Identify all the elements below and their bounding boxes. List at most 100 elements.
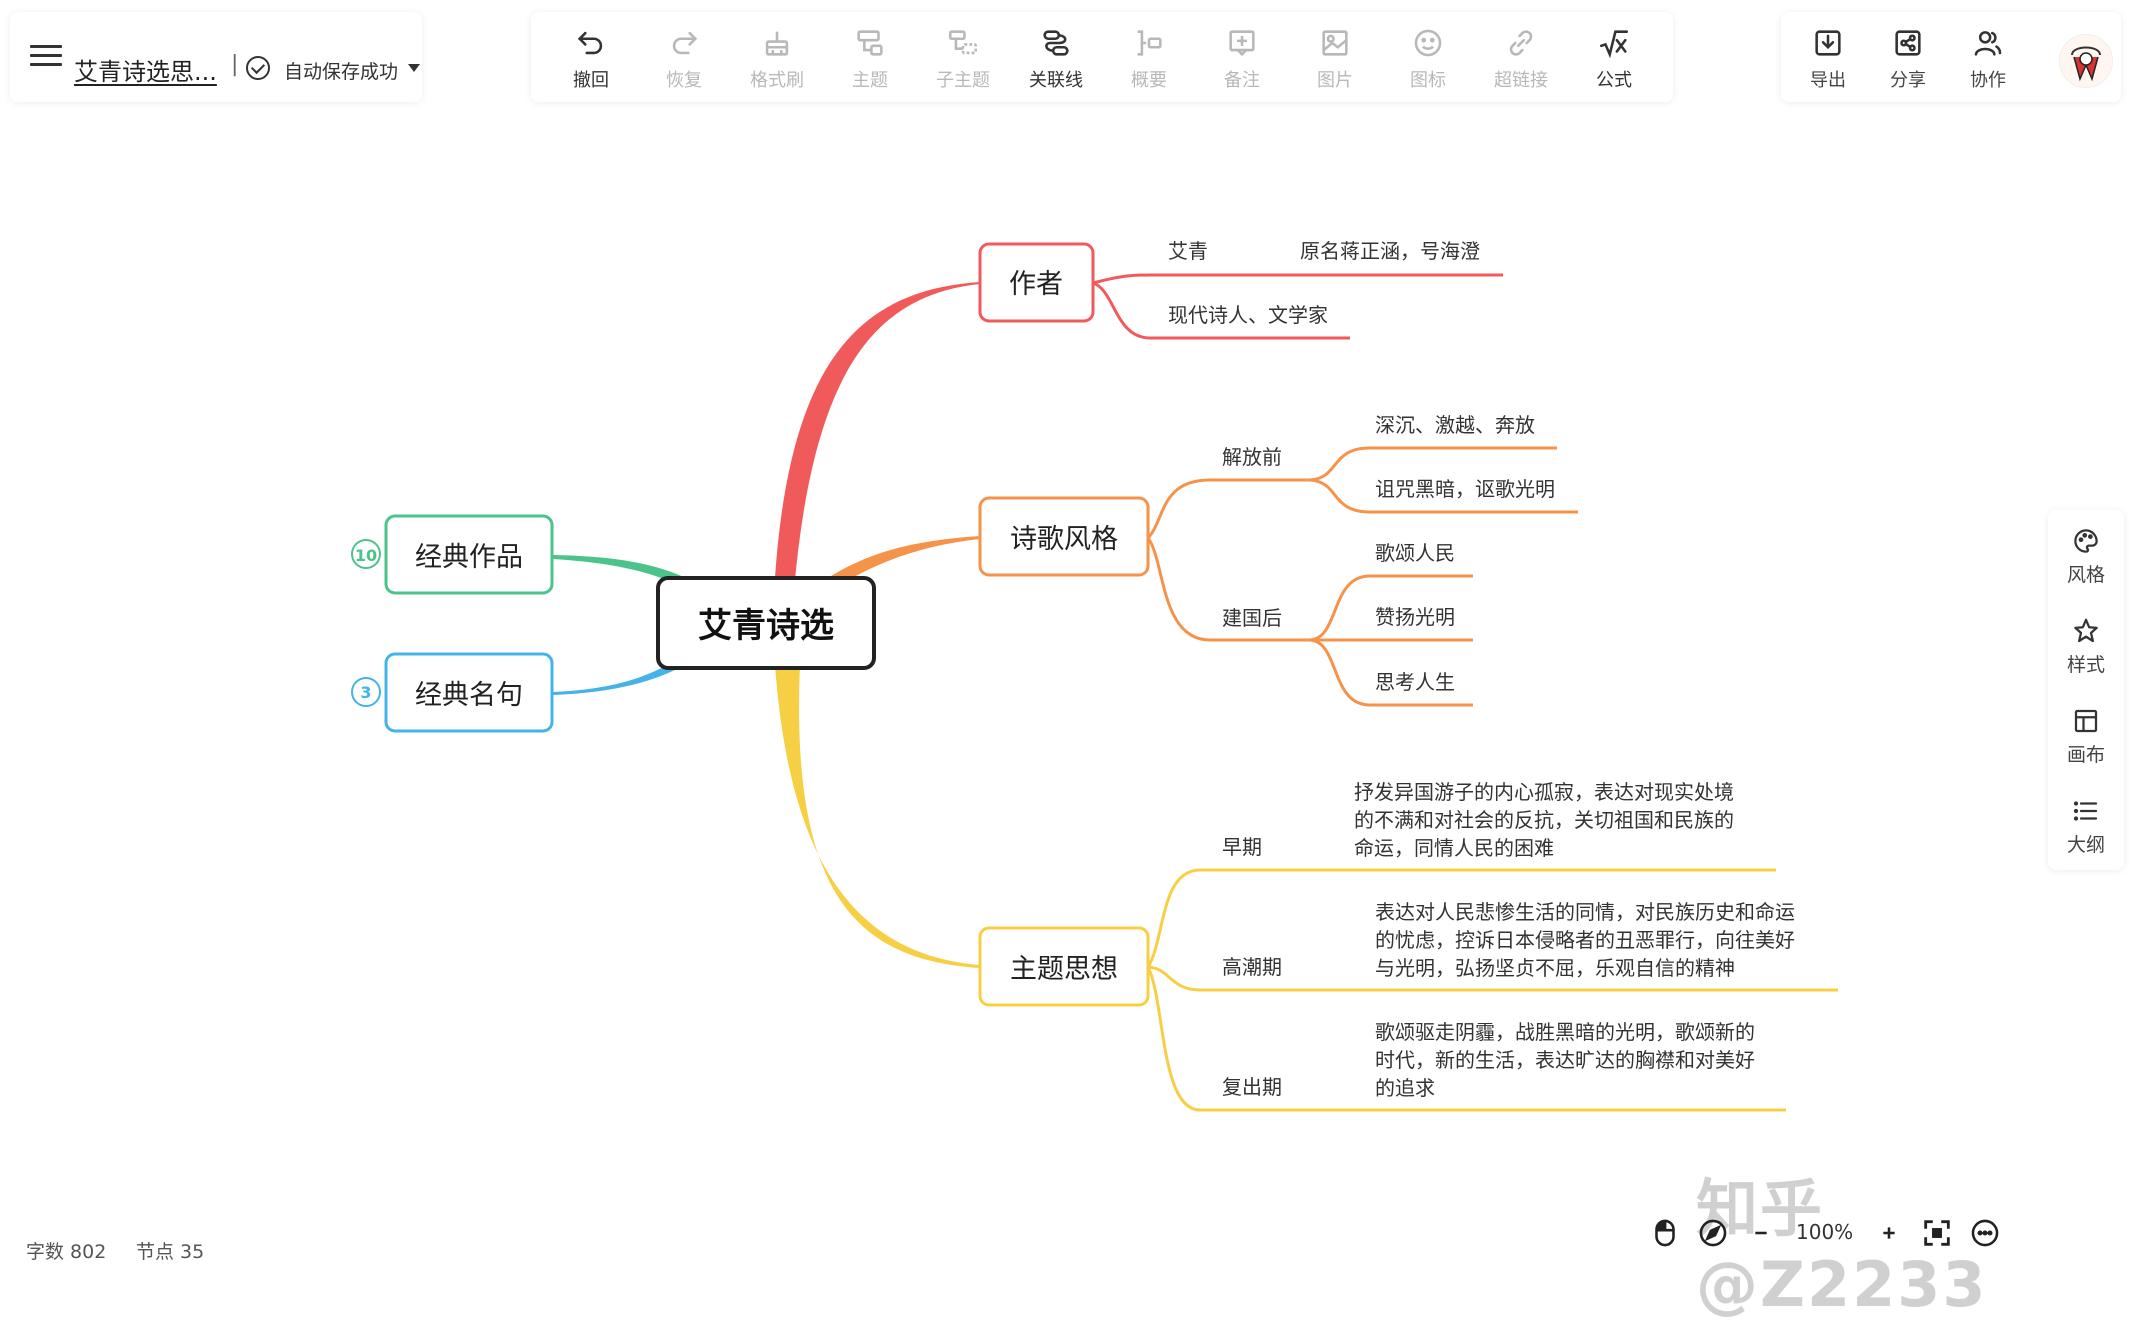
author-profession[interactable]: 现代诗人、文学家 (1168, 303, 1328, 327)
theme-peak-text[interactable]: 表达对人民悲惨生活的同情，对民族历史和命运 的忧虑，控诉日本侵略者的丑恶罪行，向… (1375, 900, 1795, 980)
root-node[interactable]: 艾青诗选 (656, 576, 876, 670)
word-count: 字数 802 (26, 1241, 107, 1263)
save-check-icon (246, 56, 270, 80)
zoom-in-button[interactable] (1872, 1216, 1906, 1250)
svg-text:命运，同情人民的困难: 命运，同情人民的困难 (1354, 836, 1554, 860)
theme-period-peak[interactable]: 高潮期 (1222, 955, 1282, 979)
icon-button[interactable]: 图标 (1388, 26, 1468, 92)
subtopic-button[interactable]: 子主题 (923, 26, 1003, 92)
style-item[interactable]: 思考人生 (1375, 670, 1455, 694)
branch-theme (775, 665, 980, 968)
share-button[interactable]: 分享 (1873, 26, 1943, 92)
mouse-icon (1655, 1219, 1675, 1247)
mindmap-canvas[interactable]: 艾青诗选 经典作品 10 经典名句 3 作者 艾青 原名蒋正涵，号海澄 现代诗人… (0, 0, 2138, 1283)
style-item[interactable]: 歌颂人民 (1375, 541, 1455, 565)
canvas-button[interactable]: 画布 (2048, 706, 2124, 767)
style-item[interactable]: 赞扬光明 (1375, 605, 1455, 629)
svg-text:表达对人民悲惨生活的同情，对民族历史和命运: 表达对人民悲惨生活的同情，对民族历史和命运 (1375, 900, 1795, 924)
hamburger-menu-icon[interactable] (30, 45, 62, 69)
export-icon (1815, 30, 1841, 56)
style-group-before[interactable]: 解放前 (1222, 445, 1282, 469)
formula-button[interactable]: 公式 (1574, 26, 1654, 92)
style-sublines (1146, 446, 1578, 707)
topic-button[interactable]: 主题 (830, 26, 910, 92)
outline-list-icon (2073, 801, 2098, 821)
note-button[interactable]: 备注 (1202, 26, 1282, 92)
summary-button[interactable]: 概要 (1109, 26, 1189, 92)
format-painter-button[interactable]: 格式刷 (737, 26, 817, 92)
svg-text:的忧虑，控诉日本侵略者的丑恶罪行，向往美好: 的忧虑，控诉日本侵略者的丑恶罪行，向往美好 (1375, 928, 1795, 952)
more-dots-icon (1971, 1219, 1999, 1247)
style-item[interactable]: 深沉、激越、奔放 (1375, 413, 1535, 437)
formula-icon (1599, 30, 1629, 59)
image-button[interactable]: 图片 (1295, 26, 1375, 92)
redo-icon (672, 31, 698, 55)
image-icon (1322, 30, 1348, 56)
theme-early-text[interactable]: 抒发异国游子的内心孤寂，表达对现实处境 的不满和对社会的反抗，关切祖国和民族的 … (1354, 780, 1734, 860)
document-title[interactable]: 艾青诗选思... (74, 58, 217, 86)
link-icon (1509, 30, 1533, 56)
node-theme[interactable]: 主题思想 (978, 926, 1150, 1007)
title-separator: | (231, 52, 239, 77)
fit-screen-button[interactable] (1920, 1216, 1954, 1250)
plus-icon (1883, 1227, 1895, 1239)
theme-style-button[interactable]: 风格 (2048, 526, 2124, 587)
navigate-icon (1699, 1219, 1727, 1247)
canvas-layout-icon (2074, 709, 2098, 733)
node-famous-quotes-label: 经典名句 (415, 680, 523, 711)
node-poetry-style-label: 诗歌风格 (1010, 524, 1118, 555)
outline-button[interactable]: 大纲 (2048, 796, 2124, 857)
user-avatar[interactable] (2059, 34, 2113, 88)
redo-button[interactable]: 恢复 (644, 26, 724, 92)
zoom-out-button[interactable] (1744, 1216, 1778, 1250)
node-classic-works[interactable]: 经典作品 (384, 514, 554, 595)
title-panel: 艾青诗选思... | 自动保存成功 (10, 12, 422, 102)
relation-line-button[interactable]: 关联线 (1016, 26, 1096, 92)
mouse-mode-button[interactable] (1648, 1216, 1682, 1250)
node-famous-quotes[interactable]: 经典名句 (384, 652, 554, 733)
locate-button[interactable] (1696, 1216, 1730, 1250)
right-side-panel: 风格 样式 画布 大纲 (2048, 510, 2124, 870)
emoji-icon (1414, 29, 1442, 57)
svg-text:抒发异国游子的内心孤寂，表达对现实处境: 抒发异国游子的内心孤寂，表达对现实处境 (1354, 780, 1734, 804)
badge-famous-quotes[interactable]: 3 (351, 677, 381, 707)
style-group-after[interactable]: 建国后 (1222, 606, 1282, 630)
theme-period-comeback[interactable]: 复出期 (1222, 1075, 1282, 1099)
author-real-name[interactable]: 原名蒋正涵，号海澄 (1300, 239, 1480, 263)
badge-classic-works-count: 10 (355, 546, 377, 565)
undo-button[interactable]: 撤回 (551, 26, 631, 92)
style-item[interactable]: 诅咒黑暗，讴歌光明 (1375, 477, 1555, 501)
summary-icon (1137, 30, 1162, 56)
author-name[interactable]: 艾青 (1168, 239, 1208, 263)
fit-screen-icon (1924, 1220, 1950, 1246)
theme-period-early[interactable]: 早期 (1222, 835, 1262, 859)
collaborate-icon (1974, 31, 2002, 56)
author-sublines (1092, 273, 1503, 340)
hyperlink-button[interactable]: 超链接 (1481, 26, 1561, 92)
root-label: 艾青诗选 (698, 606, 834, 646)
more-options-button[interactable] (1968, 1216, 2002, 1250)
style-button[interactable]: 样式 (2048, 616, 2124, 677)
save-dropdown-caret-icon[interactable] (408, 64, 420, 72)
format-painter-icon (765, 31, 789, 56)
collaborate-button[interactable]: 协作 (1953, 26, 2023, 92)
badge-classic-works[interactable]: 10 (351, 539, 381, 569)
zoom-level: 100% (1796, 1220, 1854, 1244)
svg-text:歌颂驱走阴霾，战胜黑暗的光明，歌颂新的: 歌颂驱走阴霾，战胜黑暗的光明，歌颂新的 (1375, 1020, 1755, 1044)
node-theme-label: 主题思想 (1010, 954, 1118, 985)
node-author[interactable]: 作者 (978, 242, 1095, 323)
undo-icon (577, 31, 603, 55)
theme-comeback-text[interactable]: 歌颂驱走阴霾，战胜黑暗的光明，歌颂新的 时代，新的生活，表达旷达的胸襟和对美好 … (1375, 1020, 1755, 1100)
theme-sublines (1146, 868, 1838, 1112)
palette-icon (2074, 529, 2098, 553)
export-button[interactable]: 导出 (1793, 26, 1863, 92)
node-poetry-style[interactable]: 诗歌风格 (978, 496, 1150, 577)
relation-line-icon (1043, 30, 1069, 56)
badge-famous-quotes-count: 3 (360, 683, 371, 702)
subtopic-icon (948, 30, 978, 55)
svg-text:的追求: 的追求 (1375, 1076, 1435, 1100)
right-top-panel: 导出 分享 协作 (1781, 12, 2121, 102)
topic-icon (857, 30, 883, 56)
branch-author (775, 282, 980, 580)
svg-text:的不满和对社会的反抗，关切祖国和民族的: 的不满和对社会的反抗，关切祖国和民族的 (1354, 808, 1734, 832)
